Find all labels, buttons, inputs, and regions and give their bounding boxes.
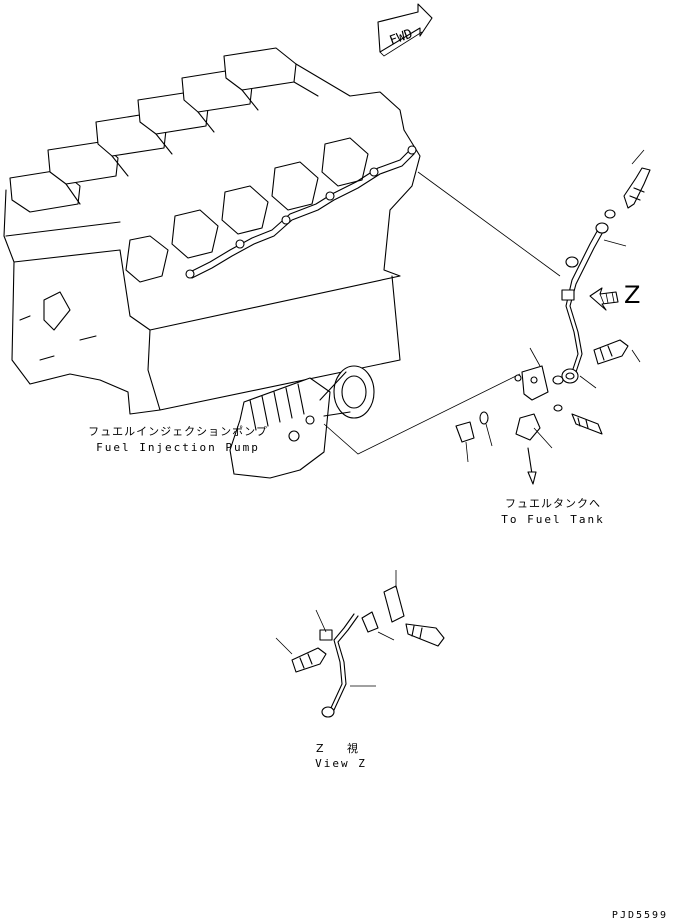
- engine-block: [3, 47, 421, 415]
- drawing-code: PJD5599: [611, 910, 669, 921]
- tank-label-jp: フュエルタンクへ: [505, 497, 601, 510]
- fuel-injection-pump: [229, 365, 375, 479]
- hatched-arrow-icon: [589, 287, 619, 311]
- tank-label-en: To Fuel Tank: [501, 513, 605, 526]
- view-label-jp: Z 視: [315, 742, 369, 755]
- pump-label-en: Fuel Injection Pump: [96, 441, 260, 454]
- fwd-arrow-icon: FWD: [377, 3, 433, 57]
- z-marker: Z: [624, 281, 641, 309]
- view-label-en: View Z: [315, 757, 367, 770]
- view-z-assembly: [291, 585, 445, 718]
- pump-label-jp: フュエルインジェクションポンプ: [88, 425, 268, 438]
- arrow-down-icon: [527, 447, 537, 485]
- fuel-pipe-assembly: [455, 167, 651, 443]
